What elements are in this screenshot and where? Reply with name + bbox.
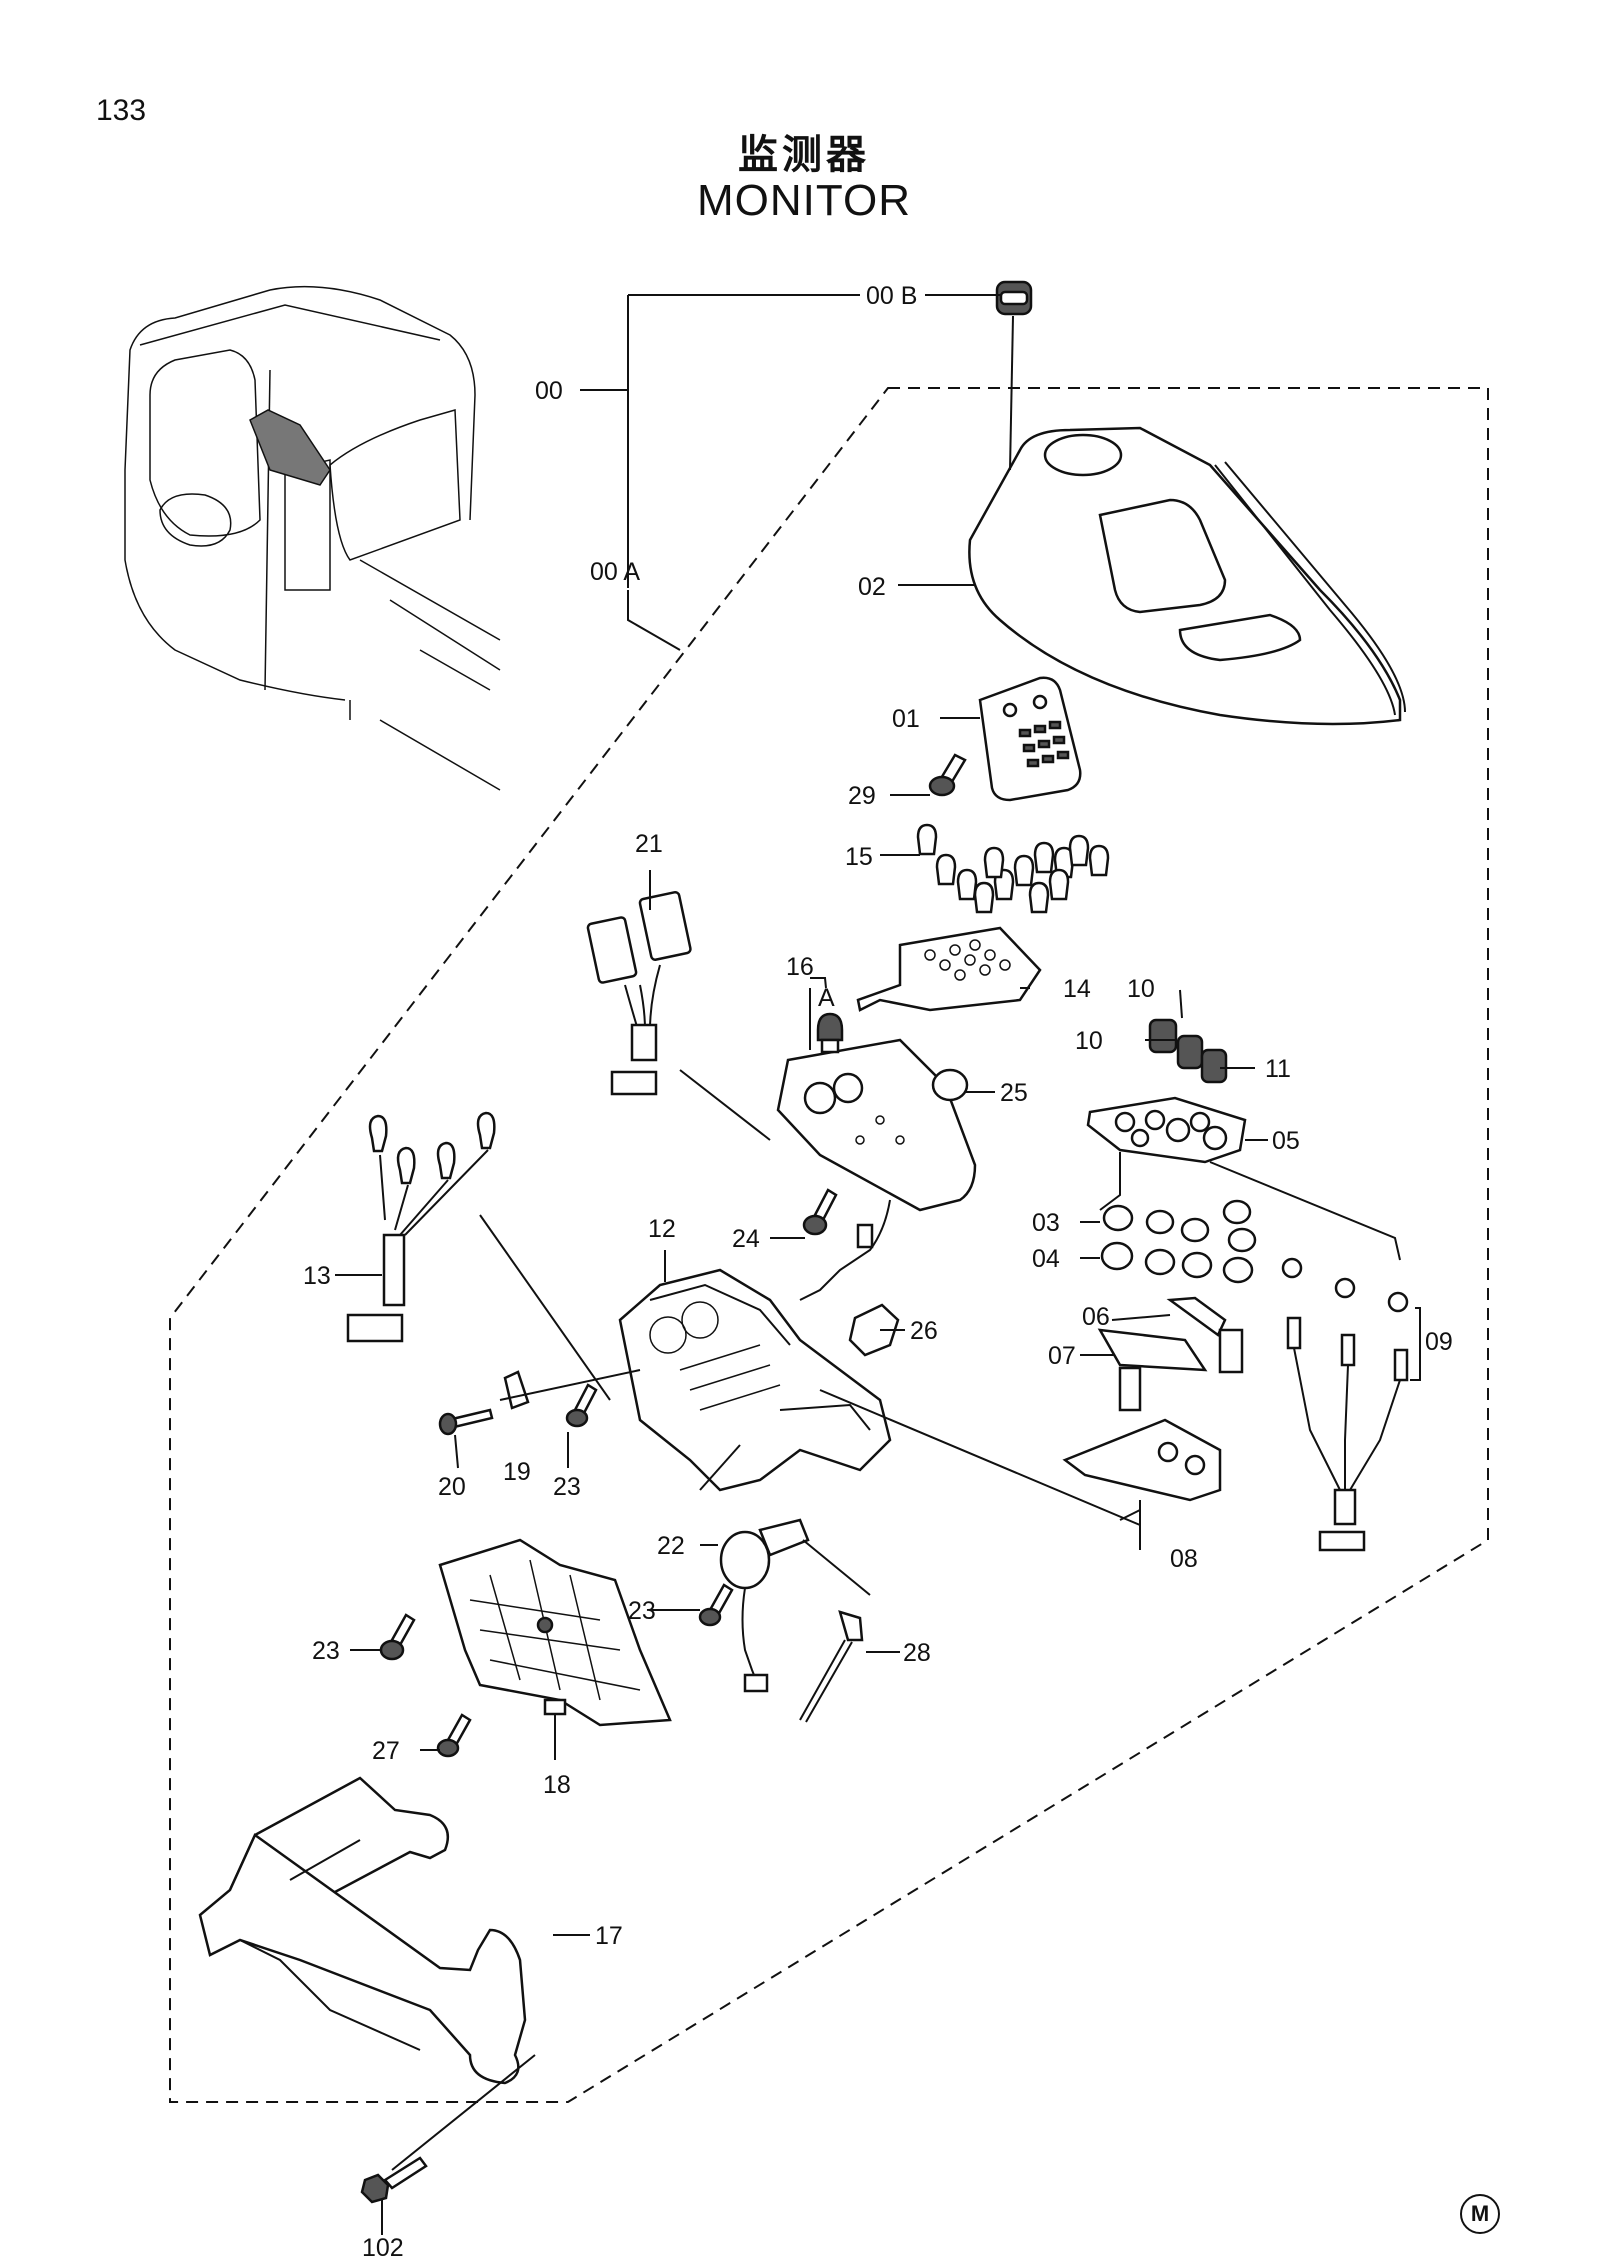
- part-102-bolt: [360, 2156, 428, 2204]
- part-14-film: [856, 926, 1042, 1012]
- part-00B-lamp: [995, 280, 1033, 316]
- callout-29: 29: [848, 782, 876, 810]
- part-28-tie: [799, 1610, 864, 1723]
- callout-14: 14: [1063, 975, 1091, 1003]
- callout-23c: 23: [312, 1637, 340, 1665]
- callout-20: 20: [438, 1473, 466, 1501]
- callout-00A: 00 A: [590, 558, 640, 586]
- title-english: MONITOR: [697, 176, 911, 225]
- callout-06: 06: [1082, 1303, 1110, 1331]
- parts-19-20: [438, 1370, 530, 1436]
- title-chinese: 监测器: [738, 132, 870, 178]
- parts-03-04-buttons: [1100, 1199, 1257, 1284]
- callout-23b: 23: [628, 1597, 656, 1625]
- callout-09: 09: [1425, 1328, 1453, 1356]
- callout-08: 08: [1170, 1545, 1198, 1573]
- callout-13: 13: [303, 1262, 331, 1290]
- leader-lines: [335, 294, 1421, 2235]
- callout-19: 19: [503, 1458, 531, 1486]
- part-18-cover: [438, 1538, 672, 1727]
- callout-22: 22: [657, 1532, 685, 1560]
- part-05-panel: [1086, 1096, 1247, 1164]
- part-29-screw: [928, 753, 967, 797]
- callout-15: 15: [845, 843, 873, 871]
- callout-03: 03: [1032, 1209, 1060, 1237]
- part-A-screw: [816, 1012, 844, 1054]
- part-21-harness: [586, 890, 692, 1096]
- callout-17: 17: [595, 1922, 623, 1950]
- parts-10-11-knobs: [1148, 1018, 1228, 1084]
- callout-28: 28: [903, 1639, 931, 1667]
- part-02-cover: [968, 426, 1406, 726]
- manufacturer-mark: M: [1460, 2194, 1500, 2234]
- part-16-board: [776, 1038, 977, 1301]
- assembly-boundary: [169, 387, 1489, 2103]
- callout-102: 102: [362, 2234, 404, 2261]
- part-17-bracket: [198, 1776, 527, 2085]
- page-number: 133: [96, 94, 147, 127]
- callout-01: 01: [892, 705, 920, 733]
- part-13-harness: [346, 1111, 496, 1343]
- part-26-connector: [848, 1303, 900, 1357]
- callout-25: 25: [1000, 1079, 1028, 1107]
- callout-A: A: [818, 984, 835, 1012]
- callout-00: 00: [535, 377, 563, 405]
- callout-27: 27: [372, 1737, 400, 1765]
- callout-11: 11: [1265, 1055, 1291, 1083]
- cab-illustration: [124, 285, 501, 791]
- callout-21: 21: [635, 830, 663, 858]
- part-12-case: [618, 1268, 892, 1492]
- part-24-screw: [802, 1188, 838, 1236]
- callout-labels: 00 B 00 00 A 02 01 29 21 15 16 A 14 10 1…: [303, 282, 1453, 2261]
- part-01-keypad: [978, 676, 1082, 802]
- callout-16: 16: [786, 953, 814, 981]
- parts-06-07-08: [1062, 1296, 1244, 1502]
- callout-23a: 23: [553, 1473, 581, 1501]
- callout-05: 05: [1272, 1127, 1300, 1155]
- part-09-harness: [1281, 1257, 1409, 1552]
- part-25-cap: [931, 1068, 969, 1102]
- callout-04: 04: [1032, 1245, 1060, 1273]
- callout-02: 02: [858, 573, 886, 601]
- callout-00B: 00 B: [866, 282, 917, 310]
- part-15-bulbs: [916, 823, 1110, 914]
- part-22-sensor: [719, 1518, 810, 1693]
- callout-18: 18: [543, 1771, 571, 1799]
- callout-12: 12: [648, 1215, 676, 1243]
- callout-26: 26: [910, 1317, 938, 1345]
- part-27-screw: [436, 1713, 472, 1758]
- callout-24: 24: [732, 1225, 760, 1253]
- part-23-screws: [379, 1383, 734, 1661]
- callout-10b: 10: [1075, 1027, 1103, 1055]
- callout-10a: 10: [1127, 975, 1155, 1003]
- callout-07: 07: [1048, 1342, 1076, 1370]
